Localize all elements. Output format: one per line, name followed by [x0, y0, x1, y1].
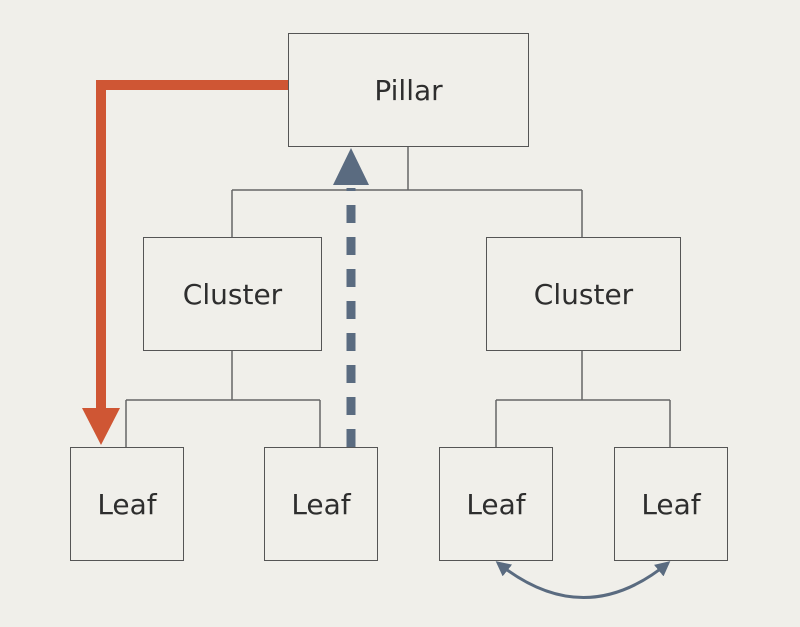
leaf-node-2: Leaf [264, 447, 378, 561]
orange-arrowhead-icon [82, 408, 120, 445]
cluster-node-right: Cluster [486, 237, 681, 351]
cluster-node-left: Cluster [143, 237, 322, 351]
leaf-node-1: Leaf [70, 447, 184, 561]
leaf-node-3: Leaf [439, 447, 553, 561]
tree-connectors [125, 146, 671, 447]
dashed-arrowhead-icon [333, 148, 369, 185]
pillar-to-clusters-connector [231, 146, 583, 237]
pillar-node: Pillar [288, 33, 529, 147]
left-cluster-connector [125, 350, 321, 447]
orange-arrow-line [96, 80, 288, 412]
leaf-node-4: Leaf [614, 447, 728, 561]
right-cluster-connector [495, 350, 671, 447]
curved-bidirectional-arrow [495, 561, 671, 599]
